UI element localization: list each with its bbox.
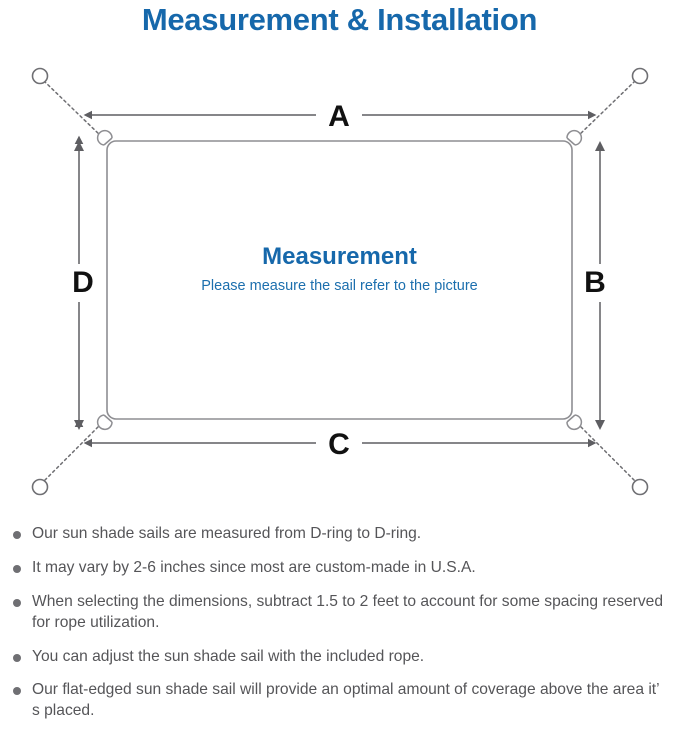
list-item: It may vary by 2-6 inches since most are…: [0, 558, 679, 579]
dimension-label-b: B: [578, 264, 612, 302]
d-ring-bottom-right-icon: [566, 414, 583, 431]
dimension-label-c: C: [316, 427, 362, 463]
dimension-arrow-b-bottom: [595, 420, 605, 430]
anchor-top-right-icon: [631, 67, 649, 85]
anchor-top-left-icon: [31, 67, 49, 85]
list-item: When selecting the dimensions, subtract …: [0, 592, 679, 634]
dimension-arrow-b-top: [595, 141, 605, 151]
diagram-center-subtitle: Please measure the sail refer to the pic…: [201, 278, 478, 294]
bullet-icon: [13, 531, 21, 539]
d-ring-top-left-icon: [96, 129, 113, 146]
dimension-label-d: D: [66, 264, 100, 302]
bullet-icon: [13, 598, 21, 607]
bullet-icon: [13, 564, 21, 573]
note-text: Our flat-edged sun shade sail will provi…: [32, 681, 660, 720]
list-item: Our sun shade sails are measured from D-…: [0, 524, 679, 545]
note-text: It may vary by 2-6 inches since most are…: [32, 558, 476, 576]
note-text: When selecting the dimensions, subtract …: [32, 592, 664, 631]
rope-top-right: [576, 80, 636, 138]
dimension-arrow-d-top: [74, 141, 84, 151]
list-item: You can adjust the sun shade sail with t…: [0, 647, 679, 668]
sail-body: [106, 140, 573, 420]
d-ring-top-right-icon: [566, 129, 583, 146]
page-title: Measurement & Installation: [141, 2, 538, 37]
dimension-label-a: A: [316, 99, 362, 135]
rope-top-left: [43, 80, 103, 138]
list-item: Our flat-edged sun shade sail will provi…: [0, 680, 679, 722]
bullet-icon: [13, 687, 21, 696]
rope-bottom-right: [576, 422, 636, 482]
note-text: Our sun shade sails are measured from D-…: [32, 525, 422, 542]
dimension-arrow-d-bottom: [74, 420, 84, 430]
notes-list: Our sun shade sails are measured from D-…: [0, 524, 679, 735]
anchor-bottom-left-icon: [31, 478, 49, 496]
bullet-icon: [13, 653, 21, 662]
note-text: You can adjust the sun shade sail with t…: [32, 647, 425, 665]
diagram-center-title: Measurement: [262, 243, 417, 270]
d-ring-bottom-left-icon: [96, 414, 113, 431]
rope-bottom-left: [43, 422, 103, 482]
anchor-bottom-right-icon: [631, 478, 649, 496]
